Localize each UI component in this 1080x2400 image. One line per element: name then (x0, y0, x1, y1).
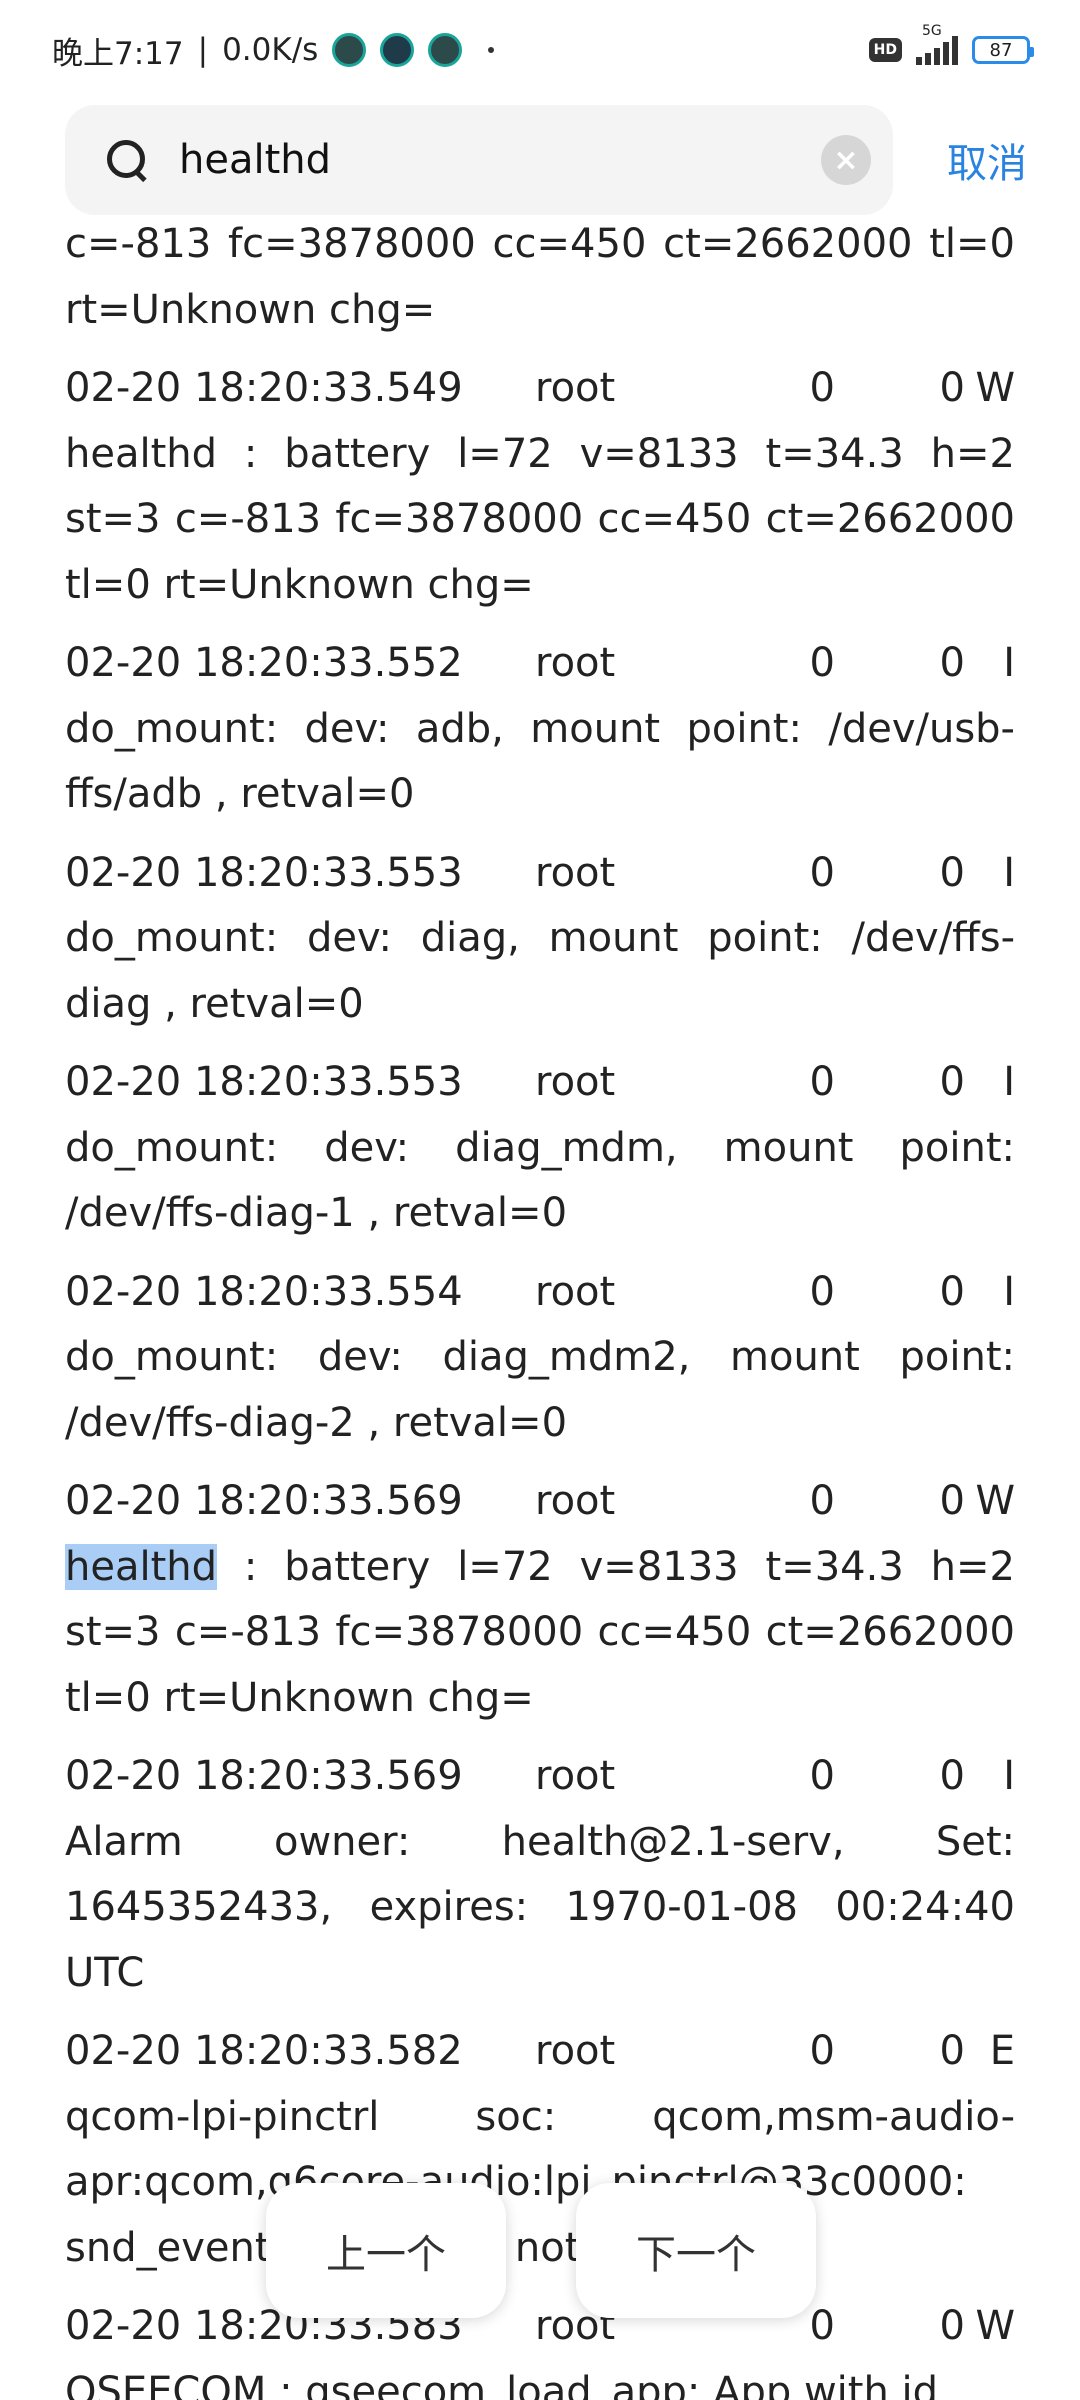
log-datetime: 02-20 18:20:33.554 (65, 1268, 463, 1315)
log-user: root (535, 1268, 616, 1315)
log-message-rest: : battery l=72 v=8133 t=34.3 h=2 st=3 c=… (65, 1543, 1015, 1721)
log-level: I (1003, 1753, 1015, 1799)
log-user: root (535, 365, 616, 411)
next-match-button[interactable]: 下一个 (576, 2183, 816, 2318)
log-message: QSEECOM : qseecom_load_app: App with id (65, 2368, 939, 2400)
log-pid: 0 (809, 365, 835, 411)
log-pid: 0 (809, 1478, 835, 1524)
log-level: W (975, 1478, 1015, 1524)
log-header: 02-20 18:20:33.553 root 0 0 I (65, 1050, 1015, 1116)
log-datetime: 02-20 18:20:33.553 (65, 1059, 463, 1105)
log-pid: 0 (809, 1268, 835, 1315)
notification-app-icon (380, 33, 415, 67)
status-net-speed: 0.0K/s (222, 32, 319, 68)
hd-badge: HD (868, 38, 902, 62)
log-tid: 0 (939, 1478, 965, 1524)
log-header: 02-20 18:20:33.554 root 0 0 I (65, 1260, 1015, 1326)
search-box[interactable]: × (65, 105, 893, 215)
log-header: 02-20 18:20:33.553 root 0 0 I (65, 841, 1015, 907)
clear-search-button[interactable]: × (821, 135, 871, 185)
log-user: root (535, 1753, 616, 1799)
log-message: healthd : battery l=72 v=8133 t=34.3 h=2… (65, 430, 1015, 608)
log-datetime: 02-20 18:20:33.582 (65, 2028, 463, 2074)
log-pid: 0 (809, 2303, 835, 2349)
log-user: root (535, 1478, 616, 1524)
log-datetime: 02-20 18:20:33.552 (65, 640, 463, 686)
search-icon (105, 138, 149, 182)
log-header: 02-20 18:20:33.582 root 0 0 E (65, 2019, 1015, 2085)
log-message: do_mount: dev: adb, mount point: /dev/us… (65, 705, 1015, 818)
notification-app-icon (332, 33, 367, 67)
previous-match-button[interactable]: 上一个 (266, 2183, 506, 2318)
status-time: 晚上7:17 (52, 35, 184, 72)
log-tid: 0 (939, 1753, 965, 1799)
log-entry-match: 02-20 18:20:33.569 root 0 0 W healthd : … (65, 1469, 1015, 1731)
notification-app-icon (428, 33, 463, 67)
log-header: 02-20 18:20:33.569 root 0 0 W (65, 1469, 1015, 1535)
log-message: c=-813 fc=3878000 cc=450 ct=2662000 tl=0… (65, 221, 1015, 333)
search-input[interactable] (177, 136, 821, 184)
log-tid: 0 (939, 2303, 965, 2349)
log-entry: 02-20 18:20:33.582 root 0 0 E qcom-lpi-p… (65, 2019, 1015, 2281)
log-message: do_mount: dev: diag_mdm, mount point: /d… (65, 1124, 1015, 1237)
log-header: 02-20 18:20:33.552 root 0 0 I (65, 631, 1015, 697)
log-message: do_mount: dev: diag, mount point: /dev/f… (65, 915, 1015, 1027)
signal-icon: 5G (916, 23, 958, 65)
log-level: I (1003, 1059, 1015, 1105)
log-header: 02-20 18:20:33.569 root 0 0 I (65, 1744, 1015, 1810)
match-navigation: 上一个 下一个 (0, 2183, 1080, 2318)
status-right: HD 5G 87 (868, 23, 1034, 65)
search-match-highlight: healthd (65, 1543, 218, 1590)
log-list[interactable]: c=-813 fc=3878000 cc=450 ct=2662000 tl=0… (65, 212, 1015, 2400)
log-datetime: 02-20 18:20:33.569 (65, 1753, 463, 1799)
log-message: Alarm owner: health@2.1-serv, Set: 16453… (65, 1818, 1015, 1996)
log-tid: 0 (939, 365, 965, 411)
network-type-label: 5G (922, 23, 942, 39)
status-left: 晚上7:17 | 0.0K/s (52, 28, 495, 73)
log-tid: 0 (939, 1268, 965, 1315)
log-user: root (535, 1059, 616, 1105)
log-datetime: 02-20 18:20:33.549 (65, 365, 463, 411)
log-level: W (975, 2303, 1015, 2349)
log-header: 02-20 18:20:33.549 root 0 0 W (65, 356, 1015, 422)
more-notifications-dot-icon (488, 47, 495, 53)
status-bar: 晚上7:17 | 0.0K/s HD 5G 87 (0, 0, 1080, 100)
log-message: healthd : battery l=72 v=8133 t=34.3 h=2… (65, 1535, 1015, 1732)
battery-icon: 87 (972, 36, 1034, 64)
status-separator: | (197, 32, 209, 68)
battery-level: 87 (989, 39, 1013, 61)
log-pid: 0 (809, 849, 835, 896)
log-entry: c=-813 fc=3878000 cc=450 ct=2662000 tl=0… (65, 212, 1015, 343)
log-pid: 0 (809, 2028, 835, 2074)
log-tid: 0 (939, 2028, 965, 2074)
log-level: I (1003, 1268, 1015, 1315)
log-entry: 02-20 18:20:33.552 root 0 0 I do_mount: … (65, 631, 1015, 828)
log-tid: 0 (939, 849, 965, 896)
log-datetime: 02-20 18:20:33.553 (65, 849, 463, 896)
log-message: do_mount: dev: diag_mdm2, mount point: /… (65, 1334, 1015, 1446)
log-user: root (535, 849, 616, 896)
log-pid: 0 (809, 640, 835, 686)
log-entry: 02-20 18:20:33.569 root 0 0 I Alarm owne… (65, 1744, 1015, 2006)
log-datetime: 02-20 18:20:33.569 (65, 1478, 463, 1524)
log-user: root (535, 640, 616, 686)
log-user: root (535, 2028, 616, 2074)
search-header: × 取消 (0, 100, 1080, 220)
log-level: E (989, 2028, 1015, 2074)
log-message: qcom-lpi-pinctrl soc: qcom,msm-audio-apr… (65, 2093, 1015, 2271)
log-tid: 0 (939, 640, 965, 686)
log-pid: 0 (809, 1753, 835, 1799)
log-pid: 0 (809, 1059, 835, 1105)
log-entry: 02-20 18:20:33.553 root 0 0 I do_mount: … (65, 1050, 1015, 1247)
log-entry: 02-20 18:20:33.554 root 0 0 I do_mount: … (65, 1260, 1015, 1457)
log-tid: 0 (939, 1059, 965, 1105)
log-level: I (1003, 849, 1015, 896)
log-entry: 02-20 18:20:33.553 root 0 0 I do_mount: … (65, 841, 1015, 1038)
log-entry: 02-20 18:20:33.549 root 0 0 W healthd : … (65, 356, 1015, 618)
log-level: W (975, 365, 1015, 411)
log-level: I (1003, 640, 1015, 686)
cancel-button[interactable]: 取消 (947, 141, 1027, 187)
